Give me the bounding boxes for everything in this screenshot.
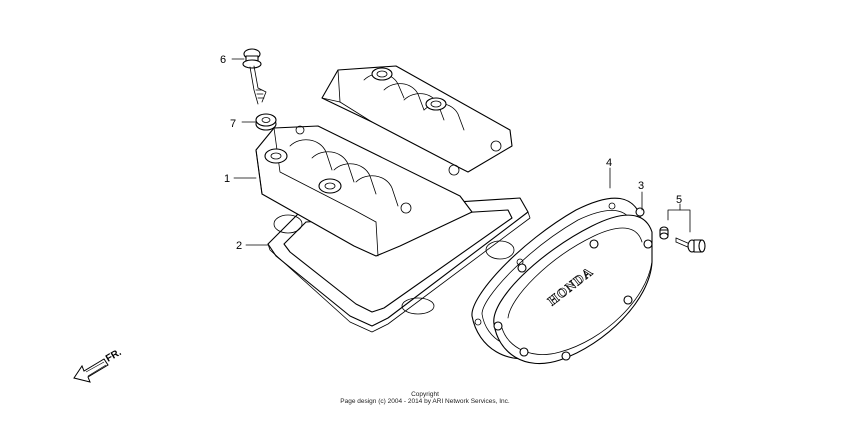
copyright-notice: Page design (c) 2004 - 2014 by ARI Netwo…: [340, 398, 510, 405]
copyright-heading: Copyright: [411, 391, 439, 398]
cylinder-head-cover[interactable]: [255, 65, 513, 257]
callout-6: 6: [220, 54, 226, 66]
seal-washer[interactable]: [255, 113, 277, 131]
callout-7: 7: [230, 118, 236, 130]
callout-3: 3: [638, 180, 644, 192]
head-cover-bolt[interactable]: [242, 48, 267, 105]
callout-1: 1: [224, 173, 230, 185]
callout-5: 5: [676, 194, 682, 206]
front-direction-arrow-icon: [73, 358, 109, 383]
front-direction-label: FR.: [104, 347, 124, 365]
generator-cover[interactable]: HONDA: [493, 207, 653, 365]
callout-2: 2: [236, 240, 242, 252]
dowel-pin[interactable]: [659, 226, 669, 240]
leader-lines: [231, 58, 691, 246]
callout-4: 4: [606, 157, 612, 169]
cover-bolt[interactable]: [675, 237, 706, 253]
